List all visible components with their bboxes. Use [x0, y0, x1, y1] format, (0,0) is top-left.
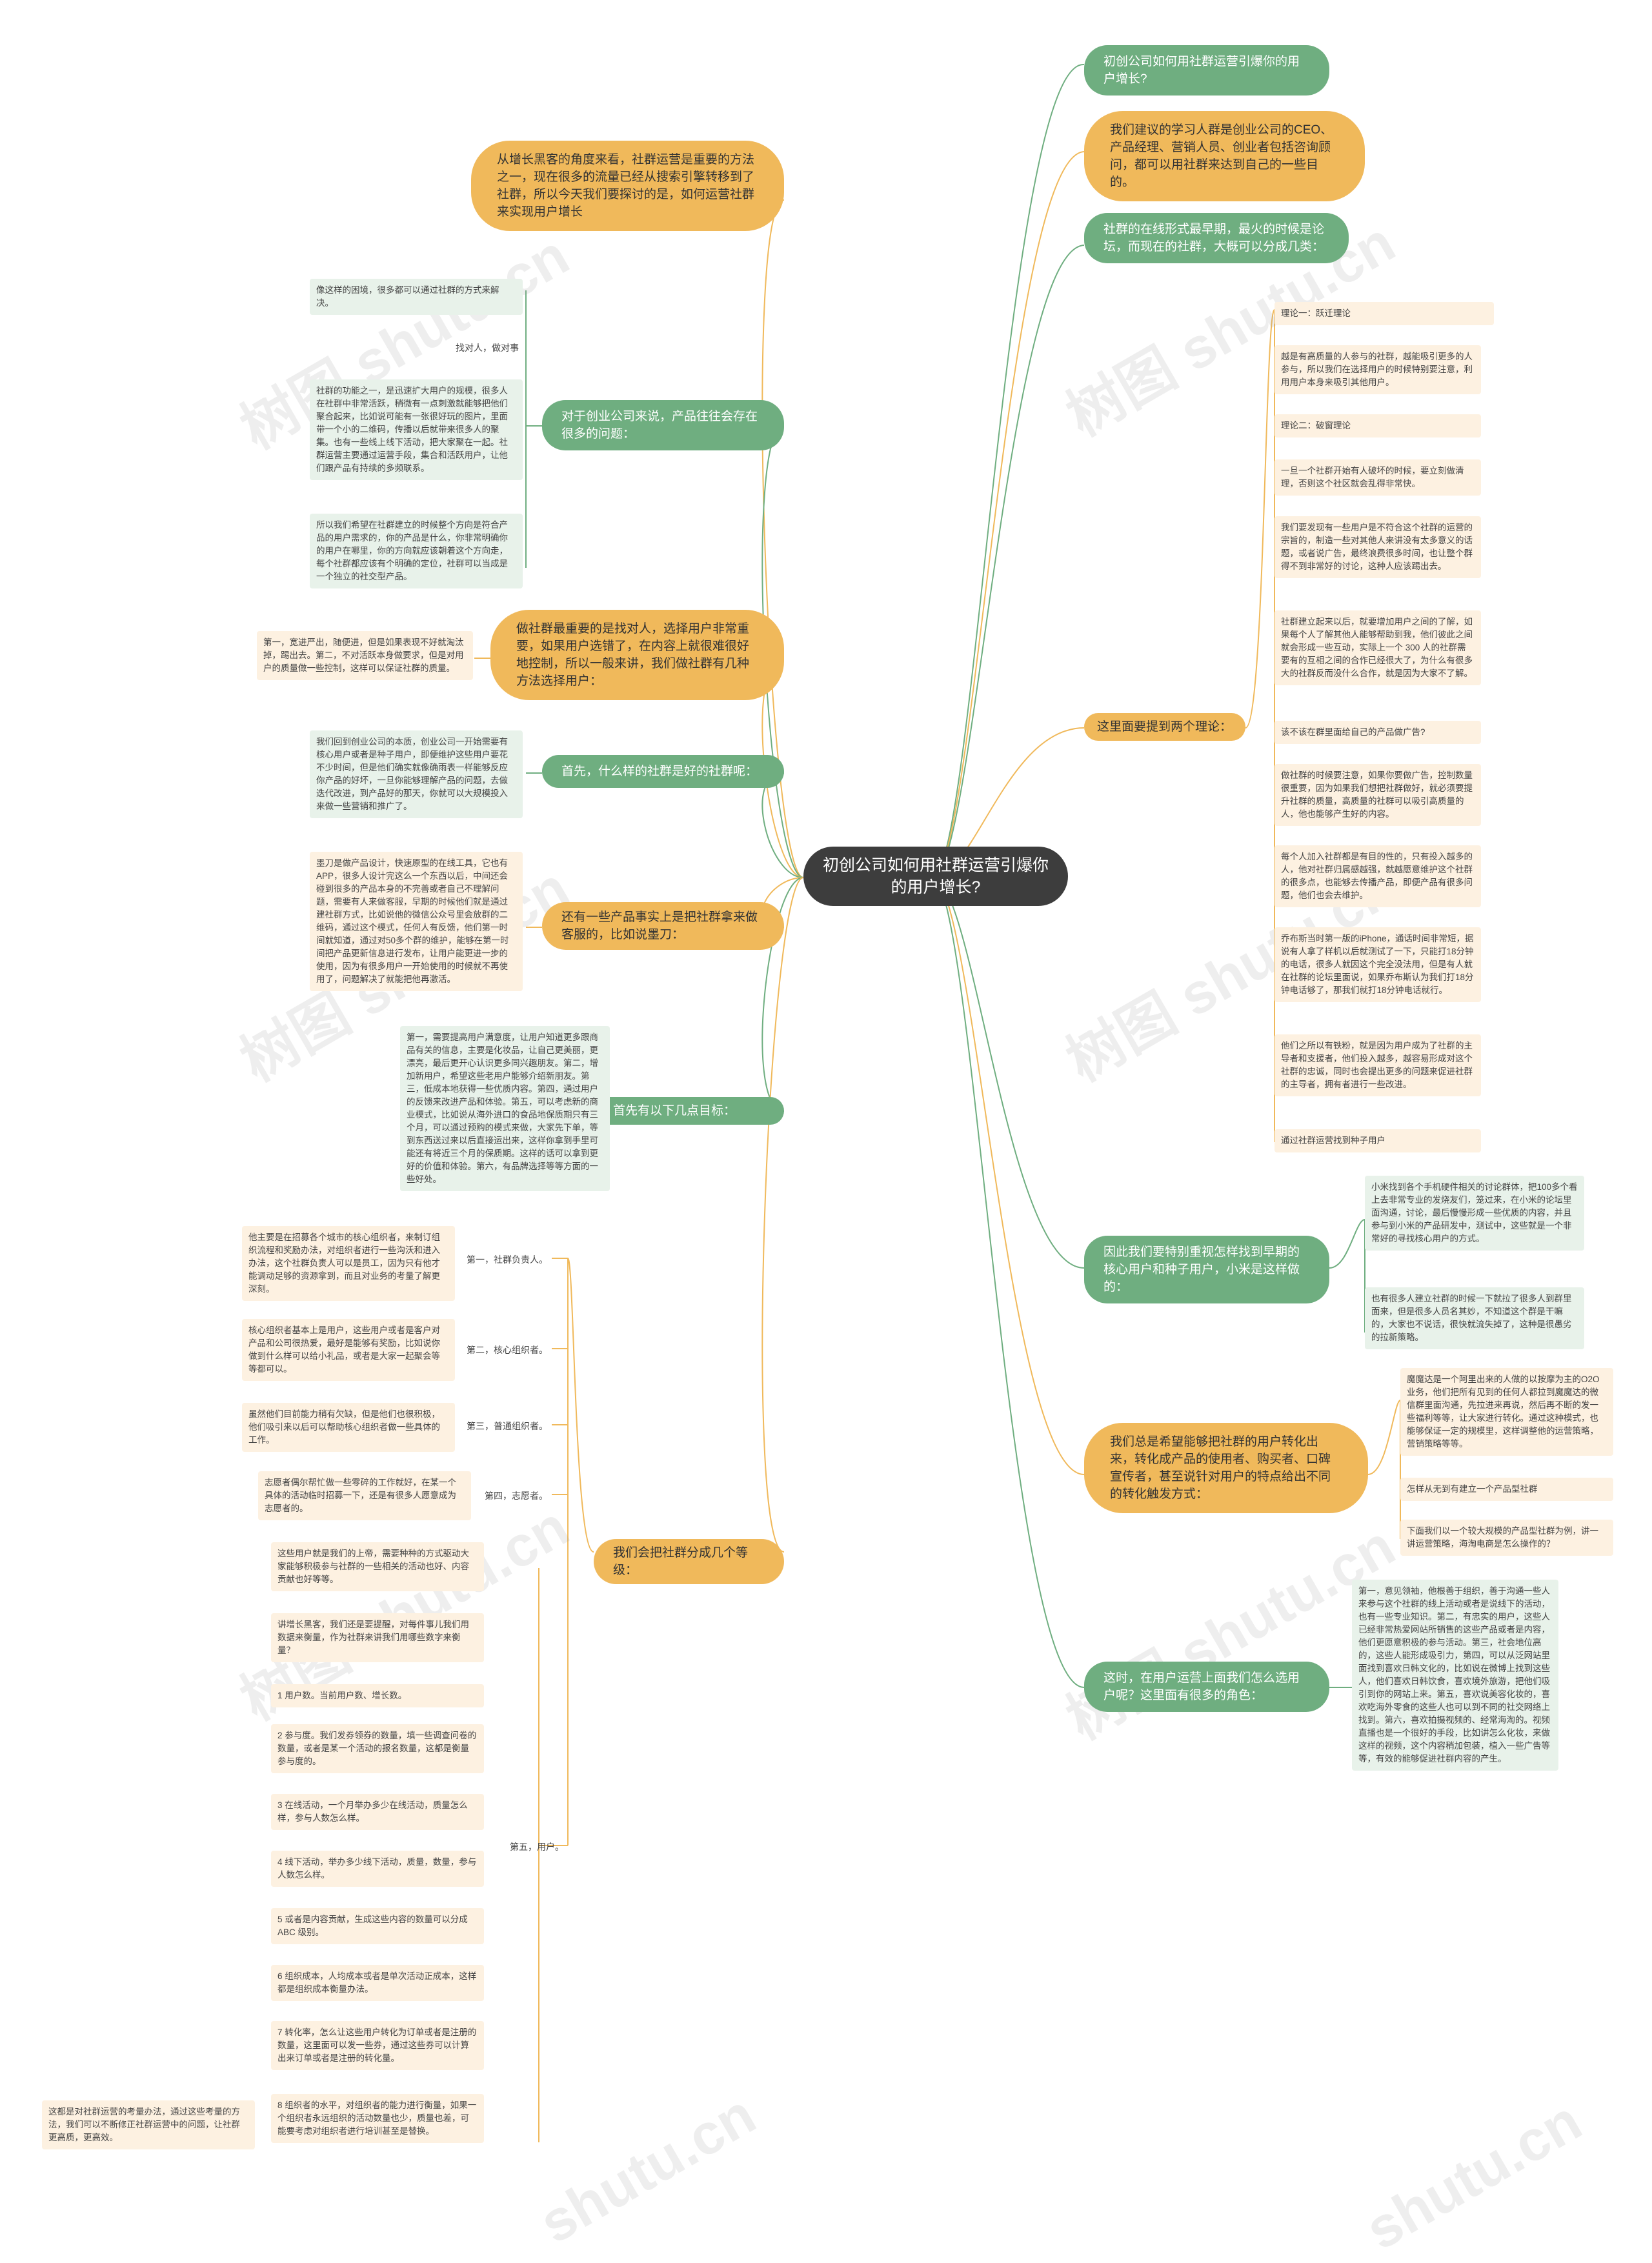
theory-item[interactable]: 该不该在群里面给自己的产品做广告?: [1274, 721, 1481, 744]
user-metric[interactable]: 1 用户数。当前用户数、增长数。: [271, 1684, 484, 1707]
branch-problems[interactable]: 对于创业公司来说，产品往往会存在很多的问题：: [542, 400, 784, 450]
user-metric[interactable]: 4 线下活动，举办多少线下活动，质量，数量，参与人数怎么样。: [271, 1851, 484, 1887]
user-metric[interactable]: 7 转化率，怎么让这些用户转化为订单或者是注册的数量，这里面可以发一些券，通过这…: [271, 2021, 484, 2070]
branch-q1[interactable]: 初创公司如何用社群运营引爆你的用户增长?: [1084, 45, 1329, 96]
branch-levels[interactable]: 我们会把社群分成几个等级：: [594, 1539, 784, 1584]
core-item[interactable]: 小米找到各个手机硬件相关的讨论群体，把100多个看上去非常专业的发烧友们，笼过来…: [1365, 1176, 1584, 1251]
user-metric[interactable]: 6 组织成本，人均成本或者是单次活动正成本，这样都是组织成本衡量办法。: [271, 1965, 484, 2001]
branch-theory[interactable]: 这里面要提到两个理论：: [1084, 713, 1245, 741]
connector-lines: [452, 63, 1401, 2142]
user-metric[interactable]: 2 参与度。我们发券领券的数量，填一些调查问卷的数量，或者是某一个活动的报名数量…: [271, 1724, 484, 1773]
level-label[interactable]: 第三，普通组织者。: [467, 1421, 548, 1431]
theory-item[interactable]: 每个人加入社群都是有目的性的，只有投入越多的人，他对社群归属感越强，就越愿意维护…: [1274, 845, 1481, 907]
good-item[interactable]: 我们回到创业公司的本质，创业公司一开始需要有核心用户或者是种子用户，即便维护这些…: [310, 730, 523, 818]
branch-fact[interactable]: 还有一些产品事实上是把社群拿来做客服的，比如说墨刀：: [542, 902, 784, 950]
hope-item[interactable]: 怎样从无到有建立一个产品型社群: [1400, 1478, 1613, 1501]
hope-item[interactable]: 魔魔达是一个阿里出来的人做的以按摩为主的O2O业务，他们把所有见到的任何人都拉到…: [1400, 1368, 1613, 1456]
problems-item[interactable]: 所以我们希望在社群建立的时候整个方向是符合产品的用户需求的，你的产品是什么，你非…: [310, 514, 523, 588]
branch-intro[interactable]: 从增长黑客的角度来看，社群运营是重要的方法之一，现在很多的流量已经从搜索引擎转移…: [471, 141, 784, 231]
level-label[interactable]: 第一，社群负责人。: [467, 1254, 548, 1265]
core-item[interactable]: 也有很多人建立社群的时候一下就拉了很多人到群里面来，但是很多人员名其妙，不知道这…: [1365, 1287, 1584, 1349]
theory-item[interactable]: 乔布斯当时第一版的iPhone，通话时间非常短，据说有人拿了样机以后就测试了一下…: [1274, 927, 1481, 1002]
branch-key[interactable]: 做社群最重要的是找对人，选择用户非常重要，如果用户选错了，在内容上就很难很好地控…: [490, 610, 784, 700]
key-item[interactable]: 第一，宽进严出，随便进，但是如果表现不好就淘汰掉，踢出去。第二，不对活跃本身做要…: [257, 631, 473, 680]
level-item[interactable]: 虽然他们目前能力稍有欠缺，但是他们也很积极，他们吸引来以后可以帮助核心组织者做一…: [242, 1403, 455, 1452]
user-metric[interactable]: 这些用户就是我们的上帝，需要种种的方式驱动大家能够积极参与社群的一些相关的活动也…: [271, 1542, 484, 1591]
level-label[interactable]: 第二，核心组织者。: [467, 1345, 548, 1355]
theory-item[interactable]: 通过社群运营找到种子用户: [1274, 1129, 1481, 1152]
theory-item[interactable]: 社群建立起来以后，就要增加用户之间的了解，如果每个人了解其他人能够帮助到我，他们…: [1274, 610, 1481, 685]
level-item[interactable]: 他主要是在招募各个城市的核心组织者，来制订组织流程和奖励办法，对组织者进行一些沟…: [242, 1226, 455, 1301]
level-item[interactable]: 核心组织者基本上是用户，这些用户或者是客户对产品和公司很热爱，最好是能够有奖励，…: [242, 1319, 455, 1381]
theory-item[interactable]: 理论一：跃迁理论: [1274, 302, 1494, 325]
branch-good-community[interactable]: 首先，什么样的社群是好的社群呢：: [542, 755, 784, 788]
user-metric[interactable]: 讲增长黑客，我们还是要提醒，对每件事儿我们用数据来衡量，作为社群来讲我们用哪些数…: [271, 1613, 484, 1662]
problems-item[interactable]: 找对人，做对事: [456, 343, 519, 353]
level-label[interactable]: 第五，用户。: [510, 1842, 564, 1852]
theory-item[interactable]: 一旦一个社群开始有人破坏的时候，要立刻做清理，否则这个社区就会乱得非常快。: [1274, 459, 1481, 496]
hope-item[interactable]: 下面我们以一个较大规模的产品型社群为例，讲一讲运营策略，海淘电商是怎么操作的？: [1400, 1520, 1613, 1556]
theory-item[interactable]: 我们要发现有一些用户是不符合这个社群的运营的宗旨的，制造一些对其他人来讲没有太多…: [1274, 516, 1481, 578]
theory-item[interactable]: 做社群的时候要注意，如果你要做广告，控制数量很重要，因为如果我们想把社群做好，就…: [1274, 764, 1481, 826]
user-metric[interactable]: 3 在线活动，一个月举办多少在线活动，质量怎么样，参与人数怎么样。: [271, 1794, 484, 1830]
branch-goals[interactable]: 首先有以下几点目标：: [594, 1097, 784, 1125]
problems-item[interactable]: 像这样的困境，很多都可以通过社群的方式来解决。: [310, 279, 523, 315]
user-metric[interactable]: 5 或者是内容贡献，生成这些内容的数量可以分成 ABC 级别。: [271, 1908, 484, 1944]
problems-item[interactable]: 社群的功能之一，是迅速扩大用户的规模，很多人在社群中非常活跃，稍微有一点刺激就能…: [310, 379, 523, 480]
branch-roles[interactable]: 这时，在用户运营上面我们怎么选用户呢？这里面有很多的角色：: [1084, 1662, 1329, 1712]
branch-core-users[interactable]: 因此我们要特别重视怎样找到早期的核心用户和种子用户，小米是这样做的：: [1084, 1236, 1329, 1303]
theory-item[interactable]: 越是有高质量的人参与的社群，越能吸引更多的人参与，所以我们在选择用户的时候特别要…: [1274, 345, 1481, 394]
levels-extra[interactable]: 这都是对社群运营的考量办法，通过这些考量的方法，我们可以不断修正社群运营中的问题…: [42, 2100, 255, 2149]
branch-conversion[interactable]: 我们总是希望能够把社群的用户转化出来，转化成产品的使用者、购买者、口碑宣传者，甚…: [1084, 1423, 1368, 1513]
goals-item[interactable]: 第一，需要提高用户满意度，让用户知道更多跟商品有关的信息，主要是化妆品，让自己更…: [400, 1026, 610, 1191]
root-topic[interactable]: 初创公司如何用社群运营引爆你的用户增长?: [803, 847, 1068, 906]
level-label[interactable]: 第四，志愿者。: [485, 1491, 548, 1501]
roles-item[interactable]: 第一，意见领袖，他根善于组织，善于沟通一些人来参与这个社群的线上活动或者是说线下…: [1352, 1580, 1558, 1771]
fact-item[interactable]: 墨刀是做产品设计，快速原型的在线工具，它也有APP，很多人设计完这么一个东西以后…: [310, 852, 523, 991]
branch-forms[interactable]: 社群的在线形式最早期，最火的时候是论坛，而现在的社群，大概可以分成几类：: [1084, 213, 1349, 263]
user-metric[interactable]: 8 组织者的水平，对组织者的能力进行衡量，如果一个组织者永远组织的活动数量也少，…: [271, 2094, 484, 2143]
theory-item[interactable]: 理论二：破窗理论: [1274, 414, 1481, 438]
branch-audience[interactable]: 我们建议的学习人群是创业公司的CEO、产品经理、营销人员、创业者包括咨询顾问，都…: [1084, 111, 1365, 201]
level-item[interactable]: 志愿者偶尔帮忙做一些零碎的工作就好，在某一个具体的活动临时招募一下，还是有很多人…: [258, 1471, 471, 1520]
theory-item[interactable]: 他们之所以有铁粉，就是因为用户成为了社群的主导者和支援者，他们投入越多，越容易形…: [1274, 1034, 1481, 1096]
